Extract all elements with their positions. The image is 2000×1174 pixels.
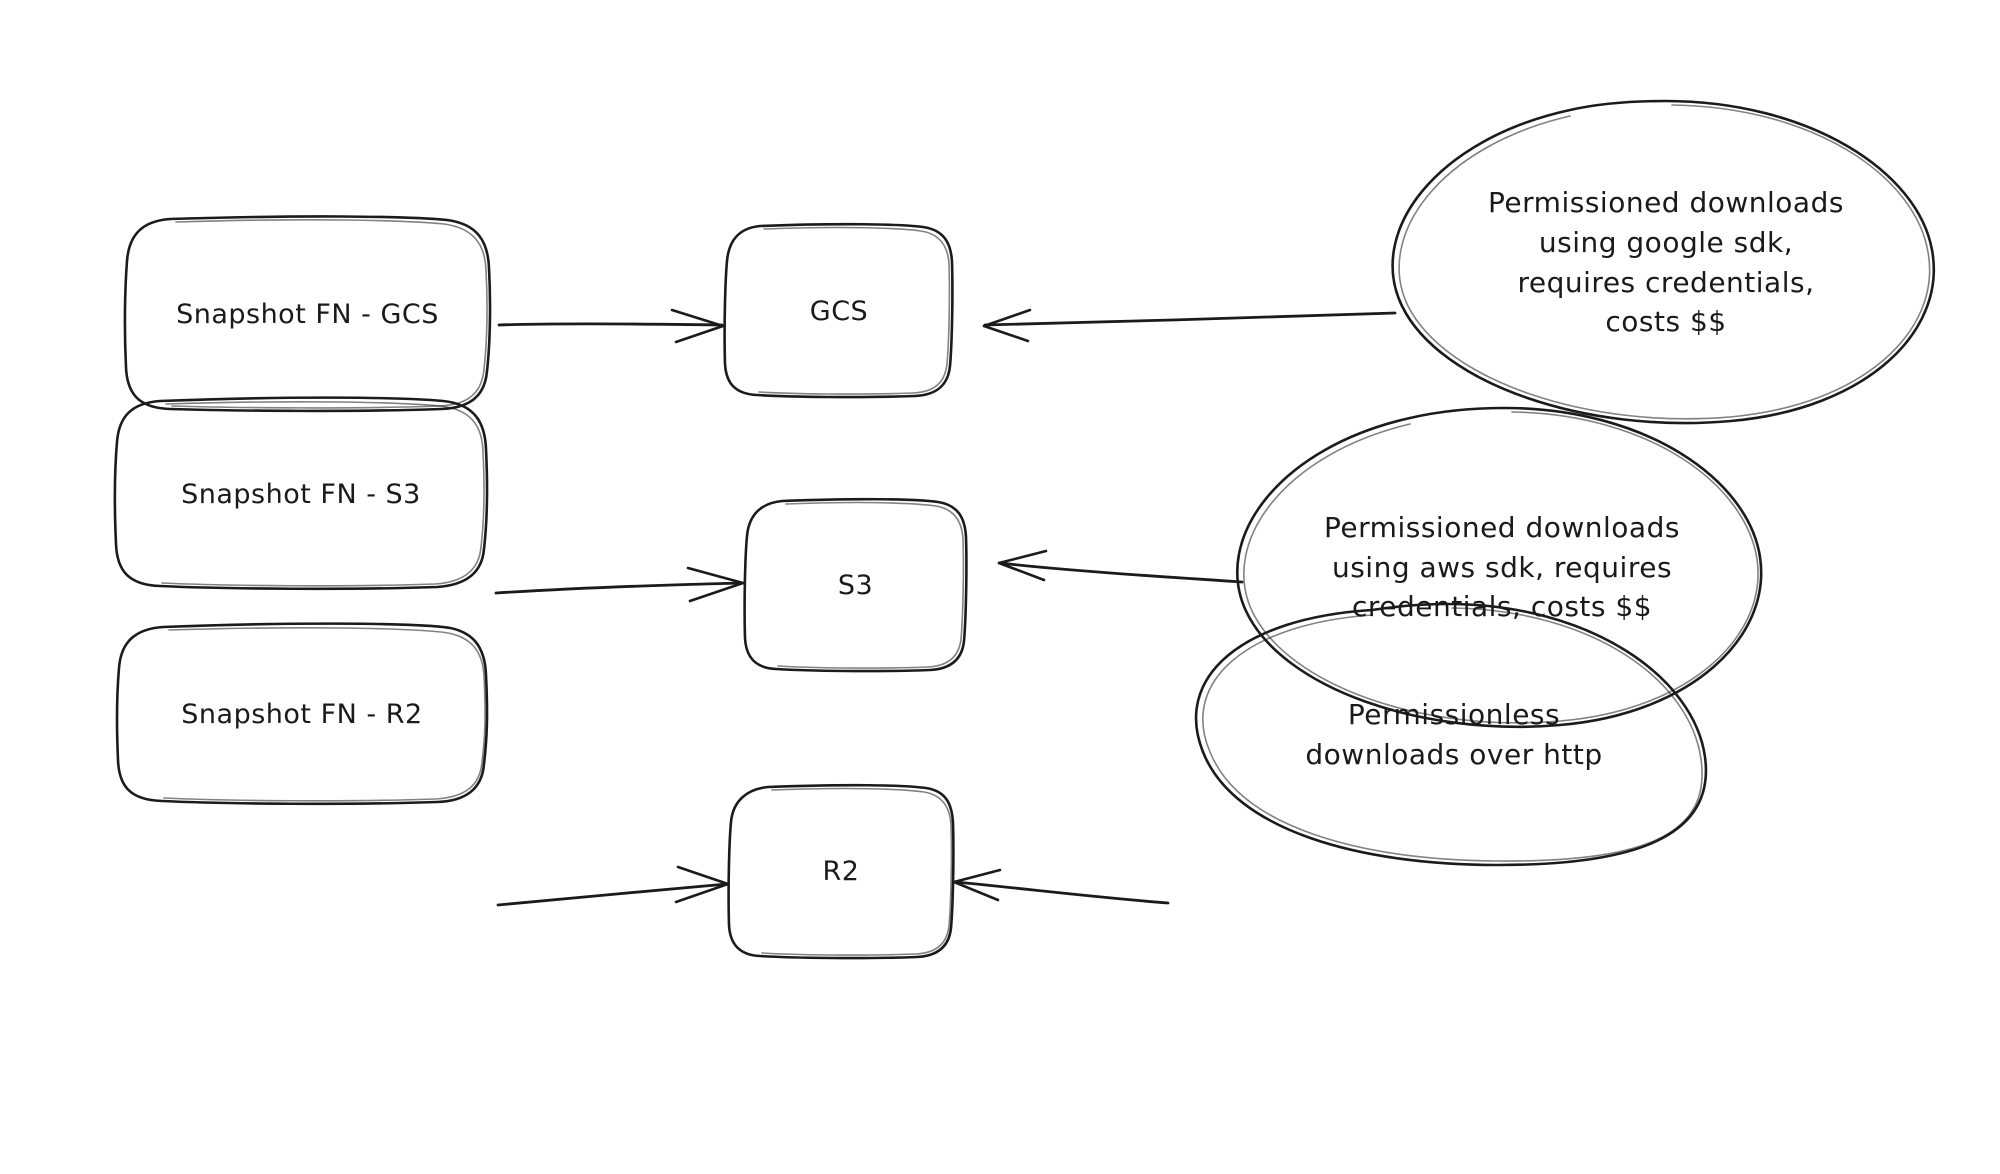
shape-note-r2[interactable]	[1194, 602, 1708, 867]
shape-snapshot-fn-gcs[interactable]	[123, 215, 492, 413]
shape-s3-store[interactable]	[743, 497, 968, 673]
shape-snapshot-fn-r2[interactable]	[115, 622, 489, 806]
arrow-fn-to-gcs	[497, 308, 725, 344]
arrow-fn-to-r2	[496, 865, 730, 907]
shape-r2-store[interactable]	[727, 783, 955, 960]
arrow-note-to-s3	[997, 549, 1244, 584]
arrow-note-to-r2	[952, 868, 1170, 905]
shape-gcs-store[interactable]	[723, 222, 954, 399]
arrow-fn-to-s3	[494, 566, 745, 603]
shape-note-gcs[interactable]	[1391, 99, 1935, 425]
shape-snapshot-fn-s3[interactable]	[113, 396, 489, 591]
arrow-note-to-gcs	[982, 308, 1397, 343]
shape-note-s3[interactable]	[1236, 406, 1763, 729]
